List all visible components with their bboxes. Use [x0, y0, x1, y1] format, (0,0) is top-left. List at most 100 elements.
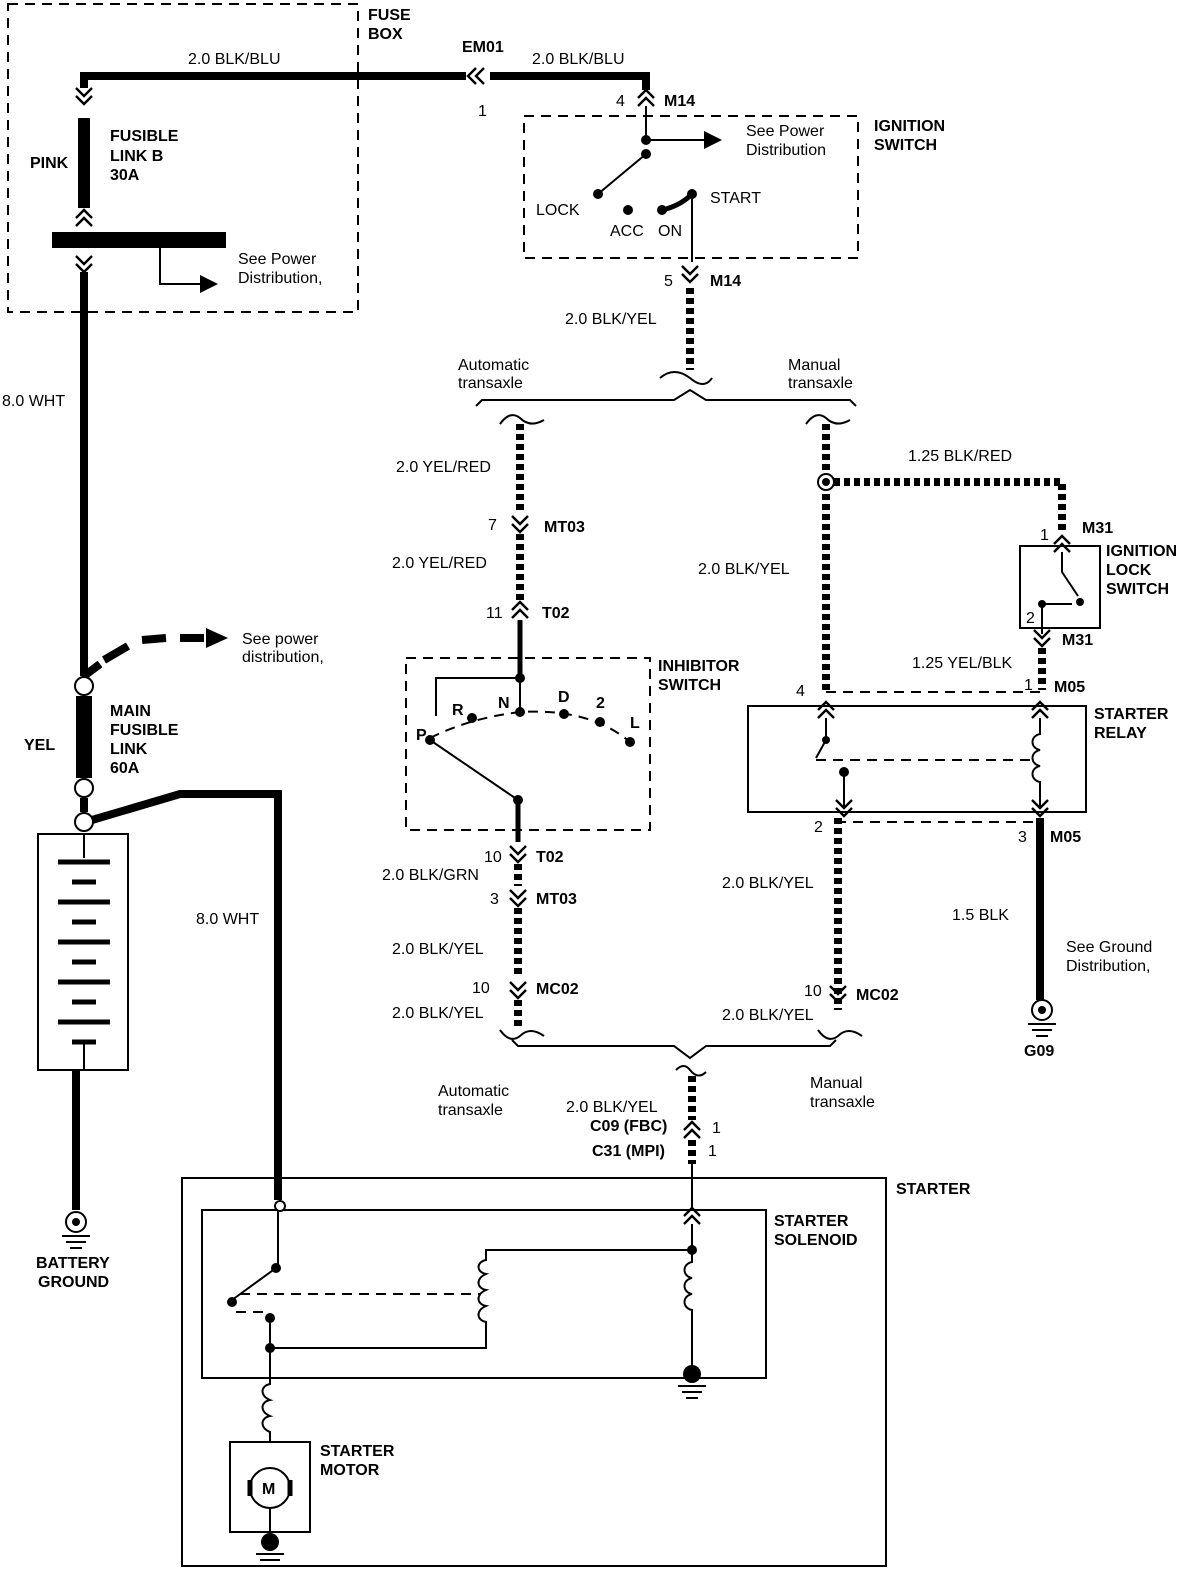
- auto-lower-tilde: [499, 1029, 545, 1040]
- dist-tap: [81, 660, 103, 680]
- connector-mc02-auto-icon: [509, 981, 527, 1000]
- inhibitor-pos-n: N: [498, 695, 510, 712]
- auto-wire-1-label: 2.0 YEL/RED: [396, 459, 491, 476]
- split-bottom-auto-2: transaxle: [438, 1102, 503, 1119]
- fuse-box: FUSE BOX FUSIBLE LINK B 30A PINK See Pow…: [7, 3, 411, 313]
- inhibitor-pos-2-dot: [595, 717, 605, 727]
- wire-blk-blu-right: [490, 72, 650, 90]
- starter-relay-title-1: STARTER: [1094, 706, 1169, 723]
- manual-branch-tilde: [805, 414, 851, 425]
- solenoid-plunger-contact: [231, 1267, 277, 1301]
- relay-pin2-chevron: [835, 799, 853, 818]
- inhibitor-switch: INHIBITOR SWITCH P R N D 2 L: [405, 657, 740, 842]
- main-link-1: MAIN: [110, 703, 151, 720]
- top-wire-right-label: 2.0 BLK/BLU: [532, 51, 625, 68]
- lock-switch-title-1: IGNITION: [1106, 543, 1177, 560]
- relay-pin-4: 4: [796, 683, 805, 700]
- main-link-bottom-terminal: [74, 778, 94, 798]
- starter-solenoid-outline: [201, 1209, 767, 1379]
- fusible-link-b-label-3: 30A: [110, 167, 140, 184]
- m14-bottom-label: M14: [710, 273, 741, 290]
- connector-t02-bottom-icon: [509, 845, 527, 864]
- top-wire: 2.0 BLK/BLU 2.0 BLK/BLU EM01 1: [80, 39, 650, 120]
- battery-positive-terminal: [74, 812, 94, 832]
- fusible-link-b-label-1: FUSIBLE: [110, 128, 179, 145]
- hold-in-coil: [683, 1224, 693, 1370]
- arrow-right-icon: [200, 275, 218, 293]
- wire-blk-blu-left: [80, 72, 466, 88]
- split-bottom-tilde: [675, 1065, 707, 1077]
- mt03-top-pin: 7: [488, 517, 497, 534]
- inhibitor-p-link: [435, 677, 520, 716]
- ignition-see-power-1: See Power: [746, 123, 825, 140]
- battery-ground-2: GROUND: [38, 1274, 109, 1291]
- inhibitor-switch-outline: [405, 657, 651, 831]
- connector-m31-bottom-icon: [1033, 629, 1051, 648]
- ground-symbol-icon: [256, 1553, 284, 1567]
- inhibitor-pos-d-dot: [559, 709, 569, 719]
- manual-wire-3-label: 2.0 BLK/YEL: [722, 1007, 814, 1024]
- motor-brushes-icon: [247, 1480, 293, 1496]
- main-fusible-link: [76, 696, 92, 778]
- inhibitor-contact-arm: [429, 739, 519, 801]
- auto-wire-3-label: 2.0 BLK/GRN: [382, 867, 479, 884]
- ground-symbol-icon: [62, 1235, 90, 1249]
- mc02-auto-label: MC02: [536, 981, 579, 998]
- auto-wire-4-label: 2.0 BLK/YEL: [392, 941, 484, 958]
- battery: BATTERY GROUND: [36, 833, 129, 1291]
- motor-title-1: STARTER: [320, 1443, 395, 1460]
- relay-pin-1: 1: [1024, 677, 1033, 694]
- battery-ground-1: BATTERY: [36, 1255, 110, 1272]
- inhibitor-pos-n-dot: [515, 707, 525, 717]
- main-see-power-2: distribution,: [242, 649, 324, 666]
- blk-yel-main-label: 2.0 BLK/YEL: [565, 311, 657, 328]
- fusible-link-b: [78, 118, 90, 208]
- fuse-see-power-2: Distribution,: [238, 270, 322, 287]
- fuse-see-power-1: See Power: [238, 251, 317, 268]
- t02-top-pin: 11: [486, 605, 503, 622]
- wire-8-wht-bottom: [90, 790, 282, 1200]
- lock-switch-title-2: LOCK: [1106, 562, 1152, 579]
- m14-top-pin: 4: [616, 93, 625, 110]
- starter: STARTER STARTER SOLENOID M STARTER MOTOR: [181, 1164, 971, 1567]
- acc-contact-dot: [623, 205, 633, 215]
- connector-t02-top-icon: [511, 600, 529, 619]
- connector-m31-top-icon: [1053, 534, 1071, 553]
- wht-top-label: 8.0 WHT: [2, 393, 65, 410]
- split-bottom-auto-1: Automatic: [438, 1083, 509, 1100]
- mt03-bottom-pin: 3: [490, 891, 499, 908]
- wire-blk-red: [834, 478, 1066, 530]
- starter-title: STARTER: [896, 1181, 971, 1198]
- connector-mc02-manual-icon: [829, 985, 847, 1004]
- lock-switch-title-3: SWITCH: [1106, 581, 1169, 598]
- auto-branch-tilde: [499, 414, 545, 425]
- inhibitor-pos-l-dot: [625, 737, 635, 747]
- g09-label: G09: [1024, 1043, 1054, 1060]
- connector-m14-bottom-icon: [681, 265, 699, 284]
- main-link-4: 60A: [110, 760, 140, 777]
- mc02-manual-label: MC02: [856, 987, 899, 1004]
- auto-wire-5-label: 2.0 BLK/YEL: [392, 1005, 484, 1022]
- connector-m14-top-icon: [637, 88, 655, 107]
- ignition-switch-blade: [597, 153, 647, 195]
- fusible-link-b-wire-color: PINK: [30, 155, 69, 172]
- split-top-manual-1: Manual: [788, 357, 840, 374]
- lock-switch-contact-dot: [1076, 598, 1084, 606]
- t02-bottom-pin: 10: [484, 849, 502, 866]
- ground-g09-center: [1038, 1006, 1046, 1014]
- ground-symbol-icon: [1028, 1023, 1056, 1037]
- inhibitor-title-2: SWITCH: [658, 677, 721, 694]
- relay-pin4-chevron: [817, 700, 835, 719]
- starter-relay: STARTER RELAY 4 1 M05 2 3 M05: [747, 677, 1169, 1000]
- inhibitor-pos-d: D: [558, 689, 570, 706]
- lock-switch-wire-in-label: 1.25 BLK/RED: [908, 448, 1012, 465]
- ground-g09: 1.5 BLK See Ground Distribution, G09: [952, 907, 1152, 1060]
- starter-feed-pin-1: 1: [712, 1120, 721, 1137]
- mc02-auto-pin: 10: [472, 980, 490, 997]
- connector-c09-icon: [683, 1120, 701, 1139]
- relay-pin3-chevron: [1031, 799, 1049, 818]
- auto-branch: 2.0 YEL/RED 7 MT03 2.0 YEL/RED 11 T02: [392, 424, 585, 676]
- relay-contact-pivot: [822, 736, 830, 744]
